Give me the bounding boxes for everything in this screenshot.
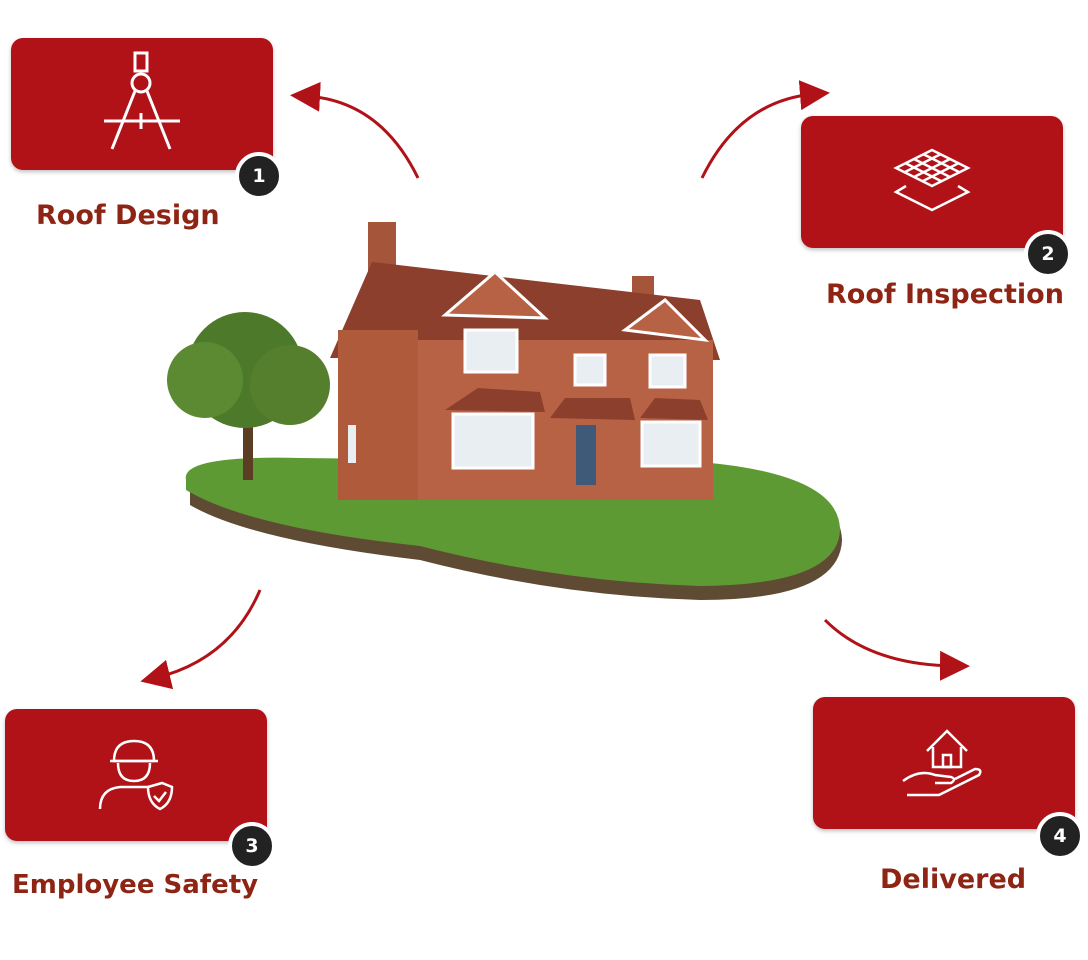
house — [330, 222, 720, 500]
step-4-label: Delivered — [880, 864, 1027, 895]
step-2-badge: 2 — [1024, 230, 1072, 278]
arrow-to-step-2 — [700, 80, 830, 179]
step-1-label: Roof Design — [36, 200, 220, 231]
step-4-card[interactable] — [813, 697, 1075, 829]
arrow-to-step-4 — [823, 618, 970, 681]
step-2-label: Roof Inspection — [826, 279, 1064, 310]
step-3-badge: 3 — [228, 822, 276, 870]
arrow-to-step-3 — [140, 589, 262, 690]
roof-layers-icon — [893, 148, 971, 212]
step-3-card[interactable] — [5, 709, 267, 841]
house-in-hand-icon — [902, 729, 982, 797]
arrow-to-step-1 — [290, 81, 420, 179]
step-2-card[interactable] — [801, 116, 1063, 248]
step-1-badge: 1 — [235, 152, 283, 200]
step-1-card[interactable] — [11, 38, 273, 170]
tree — [167, 312, 330, 480]
compass-drafting-icon — [104, 51, 180, 150]
step-4-badge: 4 — [1036, 812, 1084, 860]
worker-shield-icon — [98, 739, 174, 811]
step-3-label: Employee Safety — [12, 870, 259, 900]
